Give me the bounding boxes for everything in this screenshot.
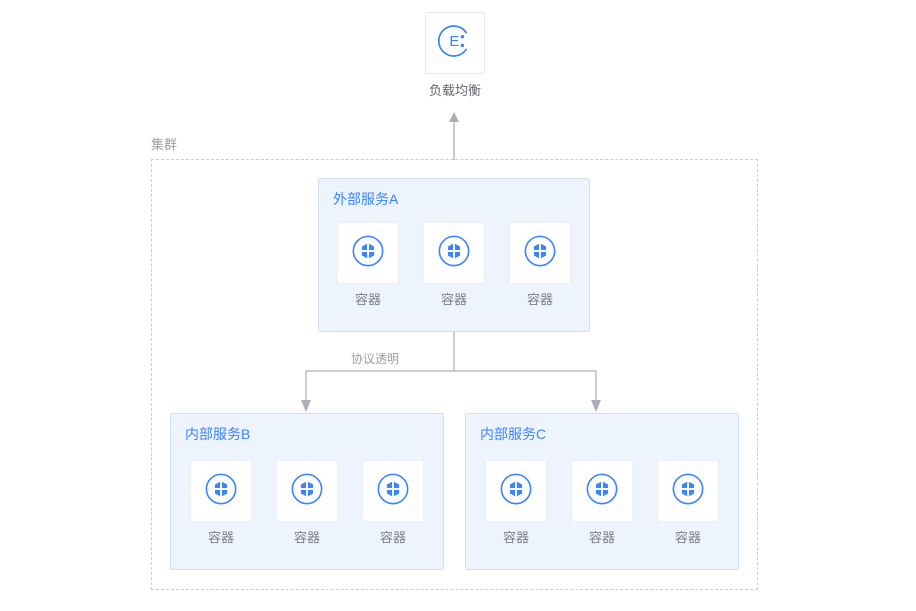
container-chip[interactable] [337, 222, 399, 284]
container-row: 容器 容器 [319, 222, 589, 309]
load-balancer-node[interactable]: E [425, 12, 485, 74]
container-node[interactable]: 容器 [276, 460, 338, 547]
container-node[interactable]: 容器 [362, 460, 424, 547]
cluster-label: 集群 [151, 137, 178, 152]
svg-text:E: E [449, 33, 459, 50]
branch-connector [295, 332, 615, 414]
container-label: 容器 [293, 530, 320, 545]
service-box-internal-c[interactable]: 内部服务C 容器 [465, 413, 739, 570]
container-node[interactable]: 容器 [337, 222, 399, 309]
container-icon [288, 470, 326, 513]
container-chip[interactable] [509, 222, 571, 284]
container-node[interactable]: 容器 [423, 222, 485, 309]
container-chip[interactable] [657, 460, 719, 522]
load-balancer-icon: E [436, 22, 474, 65]
container-row: 容器 容器 [171, 460, 443, 547]
container-chip[interactable] [190, 460, 252, 522]
container-chip[interactable] [423, 222, 485, 284]
container-icon [349, 232, 387, 275]
arrow-up-icon [449, 112, 459, 160]
container-label: 容器 [354, 292, 381, 307]
service-title: 内部服务B [185, 426, 251, 442]
container-chip[interactable] [362, 460, 424, 522]
container-icon [669, 470, 707, 513]
container-label: 容器 [379, 530, 406, 545]
container-chip[interactable] [276, 460, 338, 522]
container-label: 容器 [526, 292, 553, 307]
load-balancer-label: 负载均衡 [428, 83, 481, 98]
container-chip[interactable] [485, 460, 547, 522]
service-box-external-a[interactable]: 外部服务A 容器 [318, 178, 590, 332]
container-label: 容器 [588, 530, 615, 545]
container-node[interactable]: 容器 [509, 222, 571, 309]
container-label: 容器 [502, 530, 529, 545]
container-icon [374, 470, 412, 513]
container-node[interactable]: 容器 [190, 460, 252, 547]
container-label: 容器 [207, 530, 234, 545]
container-icon [435, 232, 473, 275]
container-chip[interactable] [571, 460, 633, 522]
service-box-internal-b[interactable]: 内部服务B 容器 [170, 413, 444, 570]
container-icon [583, 470, 621, 513]
container-node[interactable]: 容器 [571, 460, 633, 547]
container-node[interactable]: 容器 [657, 460, 719, 547]
container-label: 容器 [674, 530, 701, 545]
container-label: 容器 [440, 292, 467, 307]
protocol-transparent-label: 协议透明 [348, 351, 403, 368]
cluster-boundary [151, 159, 758, 590]
container-row: 容器 容器 [466, 460, 738, 547]
service-title: 外部服务A [333, 191, 399, 207]
container-node[interactable]: 容器 [485, 460, 547, 547]
container-icon [497, 470, 535, 513]
container-icon [202, 470, 240, 513]
container-icon [521, 232, 559, 275]
service-title: 内部服务C [480, 426, 547, 442]
